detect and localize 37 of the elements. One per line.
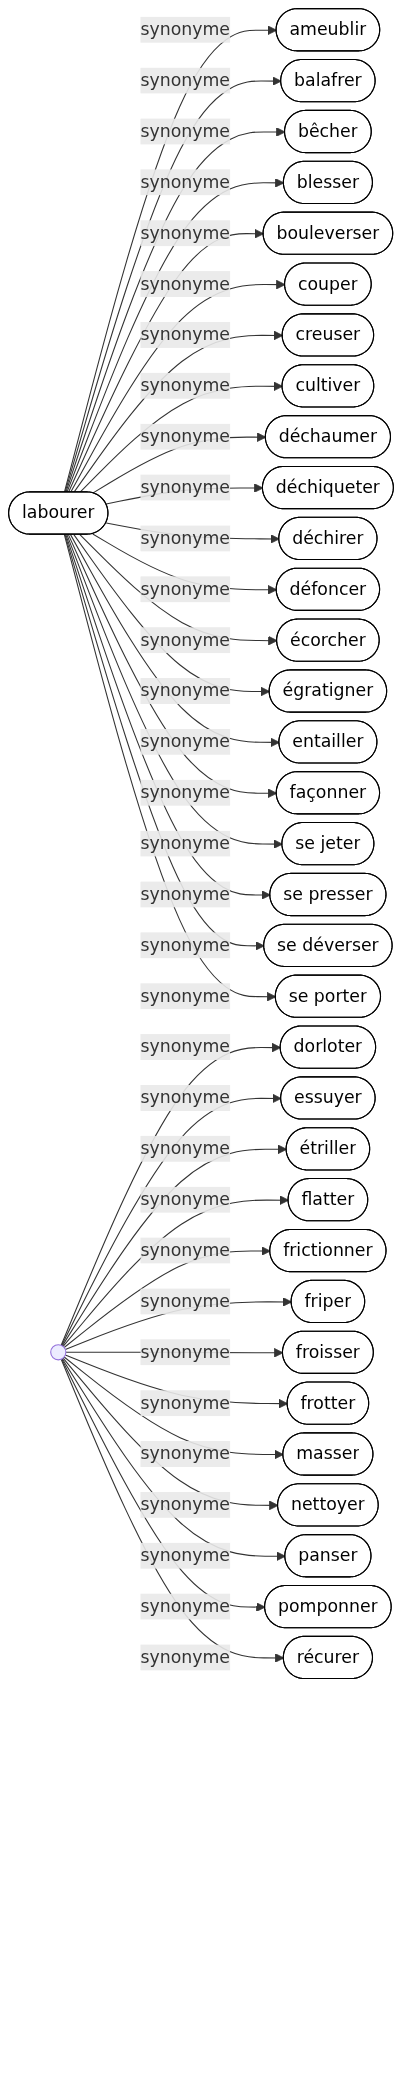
edge-label: synonyme <box>140 680 230 701</box>
edge-label: synonyme <box>140 629 230 650</box>
edge-label: synonyme <box>140 476 230 498</box>
edge-label: synonyme <box>140 985 230 1006</box>
edge-label: synonyme <box>140 273 230 294</box>
edge-label: synonyme <box>140 1646 230 1668</box>
edge-label: synonyme <box>140 1137 230 1159</box>
edge-label: synonyme <box>140 222 230 243</box>
edge-label: synonyme <box>140 1341 230 1363</box>
edge-label: synonyme <box>140 425 230 447</box>
edge-label: synonyme <box>140 1443 230 1464</box>
edge-label: synonyme <box>140 375 230 396</box>
edge-label: synonyme <box>140 781 230 803</box>
edge-label: synonyme <box>140 1087 230 1108</box>
edge-label: synonyme <box>140 1544 230 1566</box>
edge-label: synonyme <box>140 1188 230 1210</box>
edge-label: synonyme <box>140 832 230 854</box>
edge-label: synonyme <box>140 1239 230 1261</box>
edge-label: synonyme <box>140 171 230 193</box>
edge-label: synonyme <box>140 120 230 142</box>
edge-label: synonyme <box>140 18 230 40</box>
edge-label: synonyme <box>140 69 230 91</box>
edge-label: synonyme <box>140 324 230 345</box>
edge-label: synonyme <box>140 1036 230 1057</box>
arrow <box>61 1144 288 1347</box>
edge-label: synonyme <box>140 1392 230 1413</box>
edge-label: synonyme <box>140 1290 230 1312</box>
edge-label: synonyme <box>140 731 230 752</box>
edge-label: synonyme <box>140 883 230 905</box>
arrow <box>63 1356 284 1460</box>
edge-label: synonyme <box>140 1595 230 1617</box>
edge-label: synonyme <box>140 578 230 600</box>
synonym-graph: synonyme synonyme synonyme synonyme synonyme synonyme synonyme synonyme synonyme synonyme synonyme synonyme synonyme synonyme synonyme synonyme synonyme synonyme synonyme synonyme synonyme synonyme synonyme synonyme synonyme synonyme synonyme synonyme synonyme synonyme synonyme synonyme synonyme labourer ameublir balafrer bêcher blesser bouleverser couper creuser cultiver déchaumer déchiqueter déchirer défoncer écorcher égratigner entailler façonner se jeter se presser se déverser se porter dorloter essuyer étriller flatter frictionner friper froisser frotter masser nettoyer panser pomponner récurer <box>0 0 402 1688</box>
edge-label: synonyme <box>140 527 230 549</box>
edge-label: synonyme <box>140 934 230 956</box>
node-point <box>50 1344 67 1361</box>
edge-label: synonyme <box>140 1494 230 1515</box>
